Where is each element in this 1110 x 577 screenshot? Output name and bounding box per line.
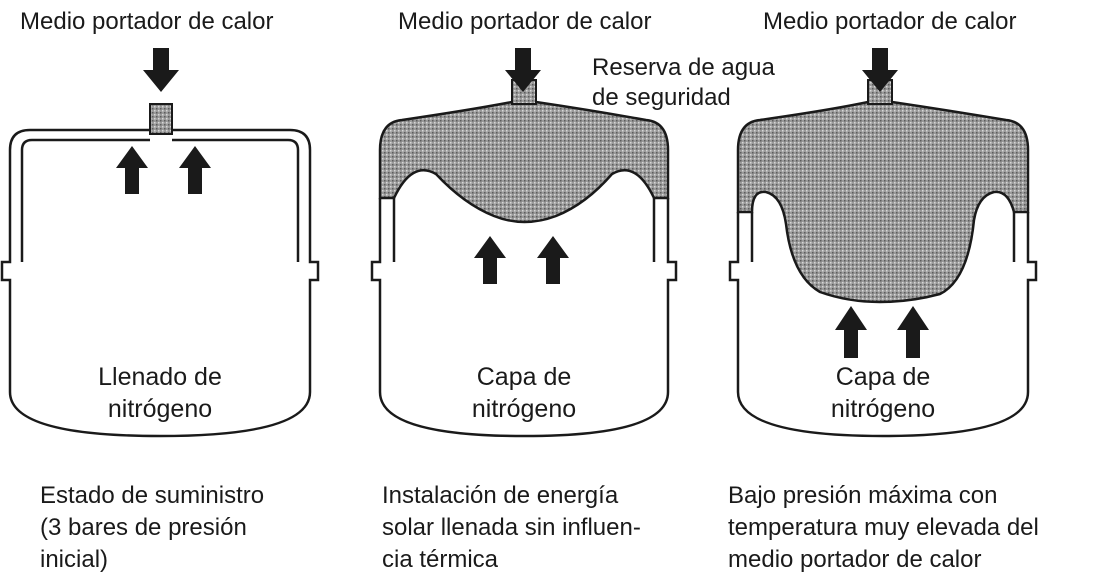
panel-2-gas-label-line2: nitrógeno <box>471 395 577 423</box>
pressure-arrow-3b <box>897 306 929 358</box>
panel-2-caption-line3: cia térmica <box>382 546 499 573</box>
panel-3-top-label: Medio portador de calor <box>763 8 1017 35</box>
pressure-arrow-2b <box>537 236 569 284</box>
inflow-arrow-1 <box>143 48 179 92</box>
panel-1-gas-label-line1: Llenado de <box>98 363 222 391</box>
pressure-arrow-1b <box>179 146 211 194</box>
panel-3-caption-line3: medio portador de calor <box>728 546 982 573</box>
panel-2-caption-line2: solar llenada sin influen- <box>382 514 641 541</box>
heat-medium-fill-3 <box>736 100 1030 304</box>
panel-2-side-label-line2: de seguridad <box>592 84 731 111</box>
panel-1-gas-label-line2: nitrógeno <box>107 395 213 423</box>
pressure-arrow-1a <box>116 146 148 194</box>
panel-2-top-label: Medio portador de calor <box>398 8 652 35</box>
panel-1-caption-line3: inicial) <box>40 546 109 573</box>
panel-3-gas-label-line2: nitrógeno <box>830 395 936 423</box>
panel-3-gas-label-line1: Capa de <box>835 363 931 391</box>
inflow-arrow-2 <box>505 48 541 92</box>
panel-2-caption-line1: Instalación de energía <box>382 482 619 509</box>
panel-2-side-label-line1: Reserva de agua <box>592 54 775 81</box>
panel-2-gas-label-line1: Capa de <box>476 363 572 391</box>
panel-1-caption-line1: Estado de suministro <box>40 482 265 509</box>
panel-3-caption-line2: temperatura muy elevada del <box>728 514 1039 541</box>
inflow-arrow-3 <box>862 48 898 92</box>
heat-medium-fill-2 <box>378 100 670 224</box>
pressure-arrow-3a <box>835 306 867 358</box>
vessel-2 <box>370 198 678 438</box>
panel-3-caption: Bajo presión máxima con temperatura muy … <box>728 480 1106 576</box>
panel-1-top-label: Medio portador de calor <box>20 8 274 35</box>
vessel-1 <box>0 128 320 438</box>
vessel-3 <box>728 212 1038 438</box>
pressure-arrow-2a <box>474 236 506 284</box>
panel-3-caption-line1: Bajo presión máxima con <box>728 482 998 509</box>
inlet-nozzle-1 <box>149 103 173 135</box>
panel-1-caption: Estado de suministro (3 bares de presión… <box>40 480 360 576</box>
panel-1-caption-line2: (3 bares de presión <box>40 514 247 541</box>
panel-2-caption: Instalación de energía solar llenada sin… <box>382 480 712 576</box>
